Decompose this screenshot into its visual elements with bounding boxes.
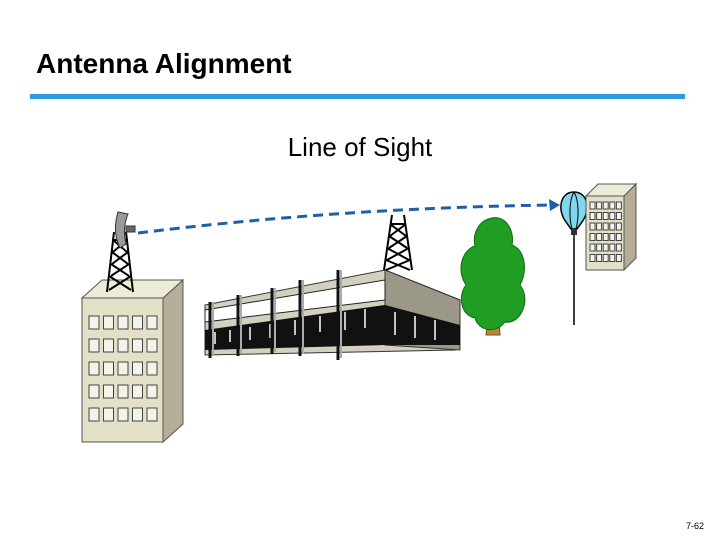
- window: [589, 254, 596, 262]
- window: [596, 233, 603, 241]
- window: [596, 254, 603, 262]
- window: [103, 338, 114, 353]
- window: [88, 338, 100, 353]
- window: [609, 222, 616, 231]
- window: [615, 222, 622, 231]
- window: [609, 201, 616, 210]
- window: [132, 338, 143, 353]
- title-rule: [30, 94, 685, 99]
- window: [88, 315, 100, 330]
- right-building-windows: [589, 201, 622, 262]
- window: [602, 254, 609, 262]
- window: [589, 201, 596, 210]
- window: [146, 384, 158, 399]
- window: [589, 222, 596, 231]
- window: [117, 315, 129, 330]
- window: [88, 361, 100, 376]
- window: [146, 315, 158, 330]
- window: [132, 315, 143, 330]
- window: [596, 222, 603, 231]
- window: [589, 243, 596, 252]
- left-building-windows: [88, 315, 158, 422]
- slide-title: Antenna Alignment: [36, 48, 292, 79]
- window: [609, 233, 616, 241]
- window: [103, 315, 114, 330]
- window: [117, 338, 129, 353]
- middle-tower-icon: [383, 214, 413, 271]
- window: [602, 222, 609, 231]
- window: [88, 384, 100, 399]
- right-building-icon: [584, 182, 638, 272]
- window: [615, 254, 622, 262]
- window: [146, 361, 158, 376]
- left-tower-icon: [106, 231, 134, 293]
- dish-antenna-icon: [114, 211, 136, 249]
- window: [615, 212, 622, 220]
- window: [596, 243, 603, 252]
- window: [602, 243, 609, 252]
- window: [132, 361, 143, 376]
- window: [132, 407, 143, 422]
- window: [103, 384, 114, 399]
- window: [117, 384, 129, 399]
- slide-subtitle: Line of Sight: [287, 132, 433, 162]
- window: [615, 233, 622, 241]
- window: [615, 201, 622, 210]
- balloon-icon: [560, 191, 588, 325]
- window: [602, 233, 609, 241]
- line-of-sight: [137, 199, 560, 235]
- window: [596, 212, 603, 220]
- middle-building-icon: [204, 269, 461, 360]
- window: [146, 407, 158, 422]
- left-building-icon: [80, 278, 185, 444]
- window: [615, 243, 622, 252]
- window: [103, 407, 114, 422]
- window: [596, 201, 603, 210]
- window: [146, 338, 158, 353]
- window: [609, 243, 616, 252]
- window: [602, 212, 609, 220]
- window: [132, 384, 143, 399]
- window: [88, 407, 100, 422]
- slide-number: 7-62: [685, 521, 704, 531]
- window: [609, 212, 616, 220]
- window: [117, 407, 129, 422]
- window: [103, 361, 114, 376]
- window: [117, 361, 129, 376]
- window: [589, 212, 596, 220]
- window: [589, 233, 596, 241]
- window: [602, 201, 609, 210]
- tree-icon: [460, 217, 526, 336]
- window: [609, 254, 616, 262]
